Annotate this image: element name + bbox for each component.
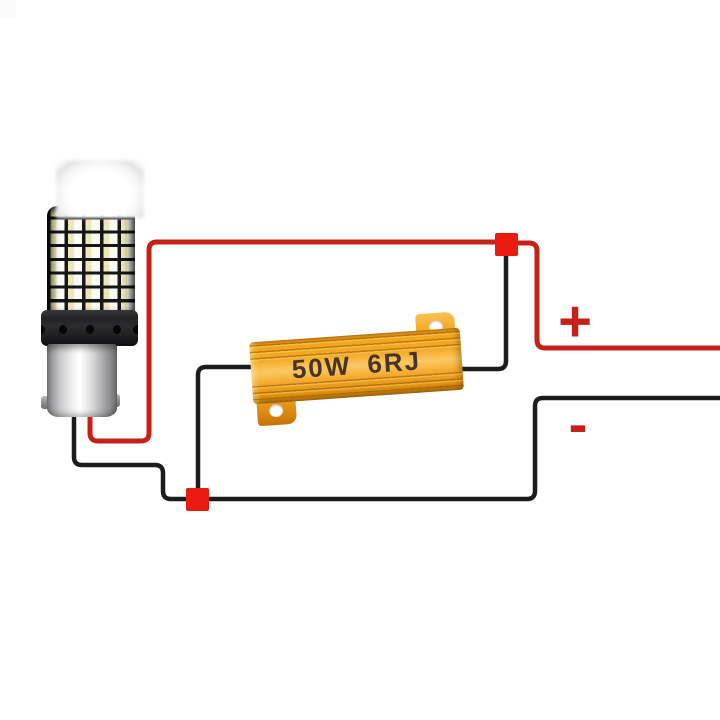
bulb-collar — [41, 310, 138, 346]
black-wire-bulb-to-negative-junction — [71, 414, 186, 502]
corner-artifact — [0, 0, 16, 18]
black-wire-junction-to-negative-terminal — [209, 395, 720, 502]
junction-node-negative — [186, 488, 209, 511]
collar-hole — [41, 325, 45, 334]
led-chip-array — [47, 206, 135, 316]
red-wire-junction-to-positive-terminal — [518, 240, 720, 351]
red-wire-bulb-to-positive-junction — [87, 239, 495, 444]
positive-terminal-label: + — [558, 288, 592, 354]
junction-node-positive — [495, 233, 518, 256]
collar-hole — [86, 325, 94, 334]
collar-hole — [133, 325, 138, 334]
negative-terminal-label: - — [568, 391, 588, 455]
black-wire-resistor-left-lead-to-junction — [195, 364, 254, 488]
mounting-hole-icon — [268, 403, 284, 418]
bulb-lens-glow — [56, 160, 144, 218]
bayonet-pin-left — [41, 396, 49, 409]
black-wire-junction-to-resistor-right-lead — [461, 256, 509, 372]
bulb-metal-base — [47, 344, 117, 417]
collar-hole — [113, 325, 121, 334]
collar-hole — [59, 325, 67, 334]
